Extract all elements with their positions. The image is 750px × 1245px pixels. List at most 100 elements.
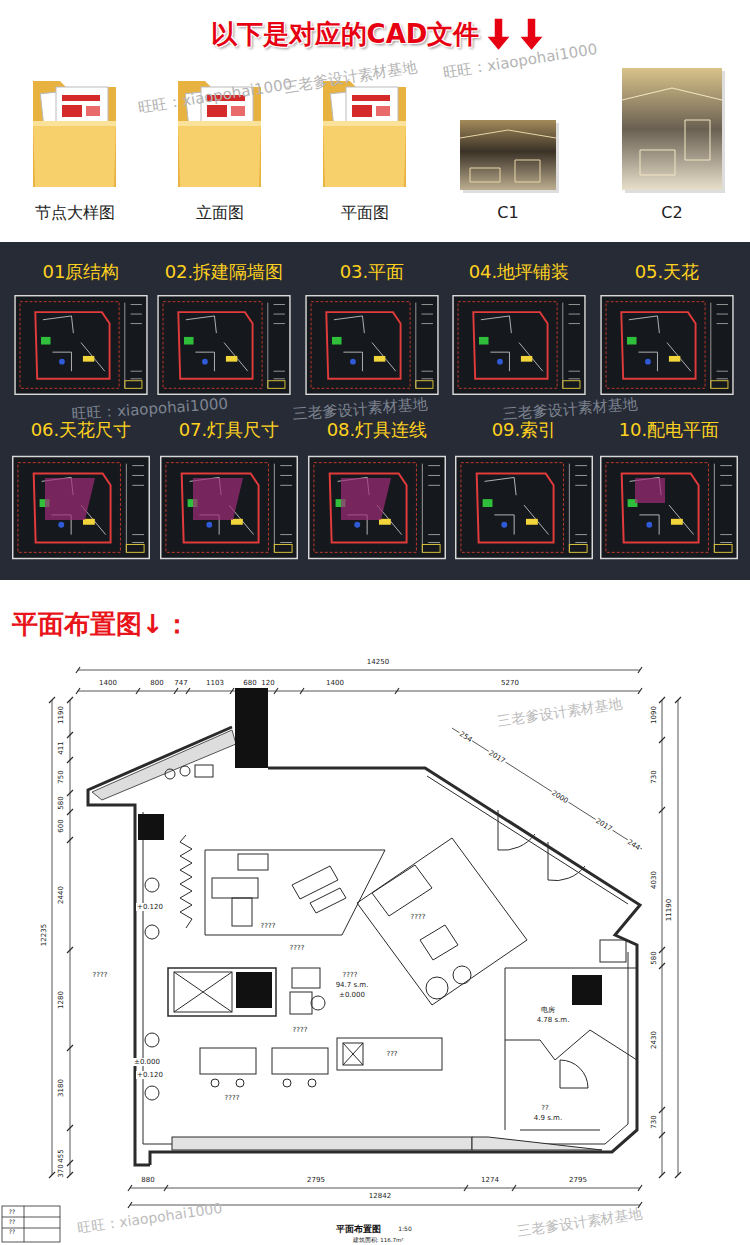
item-caption: C1 [497, 204, 518, 222]
folder-icon [33, 81, 116, 187]
drawing-thumbnail: 03.平面 [303, 262, 441, 395]
dimension-value: 880 [140, 1176, 155, 1184]
dimension-value: 2017 [593, 816, 614, 833]
room-label: 电房 [540, 1006, 556, 1014]
dimension-value: 11190 [665, 898, 673, 922]
thumbnail-image [456, 456, 593, 558]
thumbnail-image [453, 296, 585, 395]
dimension-value: 455 [57, 1148, 65, 1163]
drawing-thumbnail: 02.拆建隔墙图 [155, 262, 293, 395]
plan-note: ?? [8, 1209, 16, 1216]
thumbnail-image [306, 296, 438, 395]
room-label: +0.120 [136, 903, 164, 911]
item-caption: 04.地坪铺装 [469, 262, 570, 283]
dimension-value: 580 [57, 795, 65, 810]
thumbnail-image [601, 296, 733, 395]
photo-item: C2 [622, 68, 722, 222]
plan-note: ?? [8, 1229, 16, 1236]
photo-item: C1 [460, 118, 556, 222]
render-photo [460, 120, 556, 190]
item-caption: 09.索引 [492, 420, 557, 441]
dimension-lines [52, 670, 678, 1205]
watermark: 三老爹设计素材基地 [496, 695, 623, 728]
item-caption: 10.配电平面 [619, 420, 720, 441]
dimension-value: 730 [650, 769, 658, 784]
room-label: ???? [292, 1026, 309, 1034]
furniture [145, 765, 637, 1150]
dimension-value: 1274 [480, 1176, 500, 1184]
item-caption: 03.平面 [340, 262, 405, 283]
drawing-thumbnail: 08.灯具连线 [308, 420, 446, 560]
plan-note: 1:50 [397, 1226, 412, 1233]
item-caption: 05.天花 [635, 262, 700, 283]
dimension-value: 1190 [57, 705, 65, 725]
dimension-value: 3180 [57, 1078, 65, 1098]
folder-item: 平面图 [320, 75, 410, 222]
thumbnail-image [601, 456, 738, 558]
drawing-thumbnail: 01原结构 [12, 262, 150, 395]
dimension-value: 1400 [98, 679, 118, 687]
item-caption: 平面图 [341, 204, 389, 222]
room-label: ???? [342, 971, 359, 979]
dimension-value: 1280 [57, 990, 65, 1010]
dimension-value: 680 [242, 679, 257, 687]
page-title: 以下是对应的CAD文件 [211, 20, 480, 50]
dark-panel [0, 242, 750, 580]
room-label: 4.78 s.m. [536, 1016, 571, 1024]
dimension-value: 750 [57, 769, 65, 784]
wall [88, 727, 640, 1165]
column-block [138, 688, 602, 1008]
dimension-value: 580 [650, 950, 658, 965]
folder-item: 节点大样图 [30, 75, 120, 222]
dimension-value: 2017 [486, 748, 507, 765]
legend-table [2, 1206, 60, 1242]
dimension-value: 370 [57, 1163, 65, 1178]
dimension-value: 4030 [650, 870, 658, 890]
drawing-thumbnails [13, 296, 738, 559]
dimension-value: 5270 [500, 679, 520, 687]
item-caption: 立面图 [196, 204, 244, 222]
room-label: 94.7 s.m. [335, 981, 370, 989]
thumbnail-image [161, 456, 298, 558]
room-label: ???? [289, 944, 306, 952]
thumbnail-image [15, 296, 147, 395]
thumbnail-image [13, 456, 150, 558]
dimension-value: 254 [457, 729, 474, 744]
drawing-title: 平面布置图 [335, 1224, 382, 1234]
room-label: +0.120 [136, 1071, 164, 1079]
room-label: ±0.000 [133, 1058, 161, 1066]
room-label: 4.9 s.m. [533, 1114, 563, 1122]
room-label: ???? [410, 913, 427, 921]
wing-hatch [92, 730, 236, 800]
item-caption: C2 [661, 204, 682, 222]
drawing-thumbnail: 06.天花尺寸 [12, 420, 150, 560]
drawing-thumbnail: 04.地坪铺装 [450, 262, 588, 395]
drawing-thumbnail: 05.天花 [598, 262, 736, 395]
dimension-value: 1090 [650, 705, 658, 725]
drawing-thumbnail: 07.灯具尺寸 [160, 420, 298, 560]
dimension-value: 2795 [306, 1176, 326, 1184]
watermark: 三老爹设计素材基地 [516, 1205, 643, 1238]
dimension-value: 730 [650, 1114, 658, 1129]
dimension-value: 244 [625, 837, 642, 852]
plan-note: ?? [8, 1219, 16, 1226]
item-caption: 节点大样图 [35, 204, 115, 222]
room-label: ?? [540, 1104, 549, 1112]
floor-plan [2, 667, 681, 1242]
render-photo [622, 68, 722, 190]
dimension-value: 12235 [40, 923, 48, 947]
room-label: ??? [385, 1050, 398, 1058]
thumbnail-image [309, 456, 446, 558]
dimension-value: 2000 [549, 788, 570, 805]
render-photos [460, 68, 725, 193]
dimension-value: 2795 [568, 1176, 588, 1184]
title-arrows [486, 18, 544, 51]
room-label: ±0.000 [338, 991, 366, 999]
ceiling-hatch [45, 478, 665, 520]
plan-note: 建筑面积: 116.7m² [352, 1237, 405, 1243]
dimension-value: 1103 [205, 679, 225, 687]
thumbnail-image [158, 296, 290, 395]
item-caption: 01原结构 [43, 262, 120, 283]
wall-inner-line [100, 738, 628, 1144]
